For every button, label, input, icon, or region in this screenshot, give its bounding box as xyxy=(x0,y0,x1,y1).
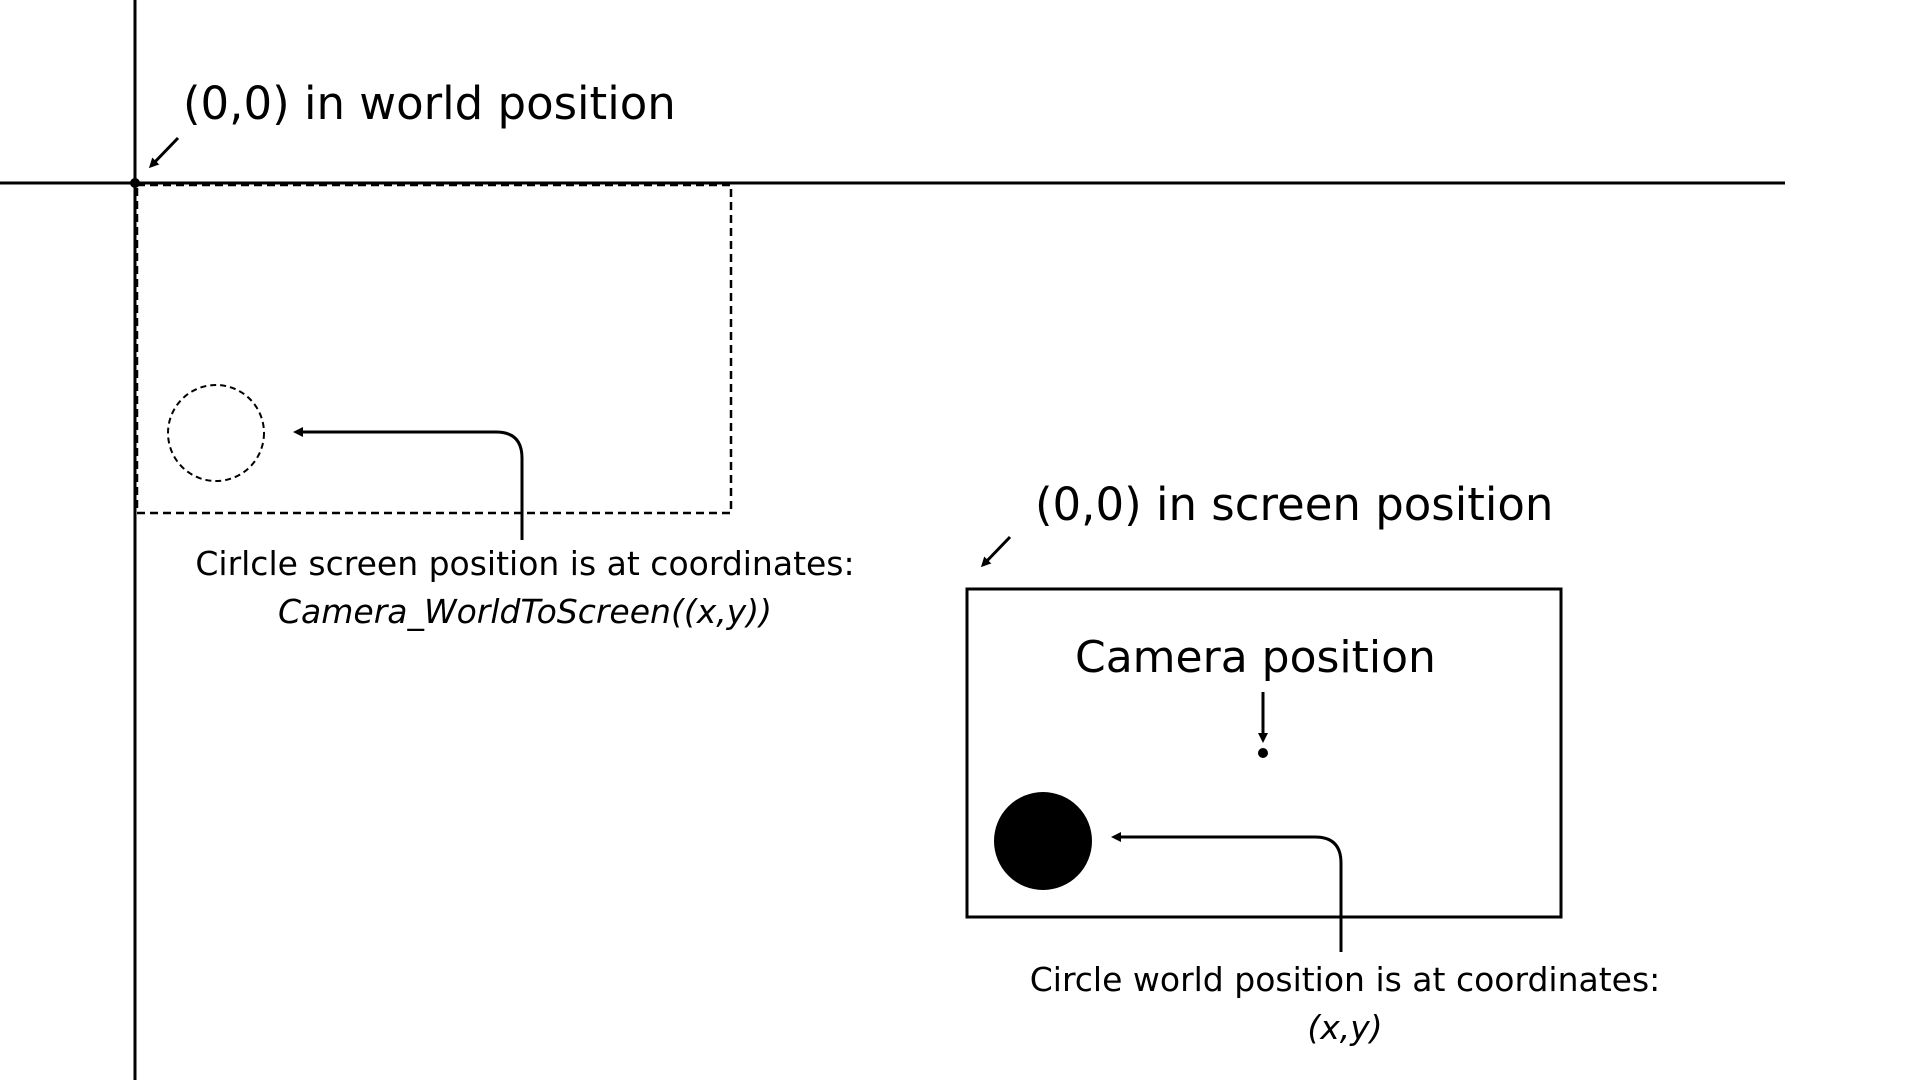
circle-screen-formula: Camera_WorldToScreen((x,y)) xyxy=(277,591,772,631)
screen-origin-label: (0,0) in screen position xyxy=(1035,478,1554,531)
camera-position-label: Camera position xyxy=(1075,632,1436,683)
viewport-in-world-dashed xyxy=(135,183,733,515)
screen-rectangle xyxy=(965,587,1563,919)
circle-world-caption-text: Circle world position is at coordinates: xyxy=(1029,960,1661,999)
circle-screen-caption: Cirlcle screen position is at coordinate… xyxy=(150,540,900,636)
circle-world-formula: (x,y) xyxy=(1307,1007,1383,1047)
circle-screen-caption-text: Cirlcle screen position is at coordinate… xyxy=(195,544,855,583)
camera-position-dot xyxy=(1258,748,1268,758)
circle-world-position-filled xyxy=(994,792,1092,890)
world-origin-dot xyxy=(130,178,140,188)
world-origin-arrow xyxy=(148,136,180,169)
screen-position-arrow xyxy=(293,427,524,540)
world-position-arrow xyxy=(1111,832,1343,952)
screen-origin-arrow xyxy=(980,535,1012,568)
circle-world-caption: Circle world position is at coordinates:… xyxy=(985,956,1705,1052)
world-origin-label: (0,0) in world position xyxy=(183,77,676,130)
circle-screen-position-dashed xyxy=(167,384,265,482)
